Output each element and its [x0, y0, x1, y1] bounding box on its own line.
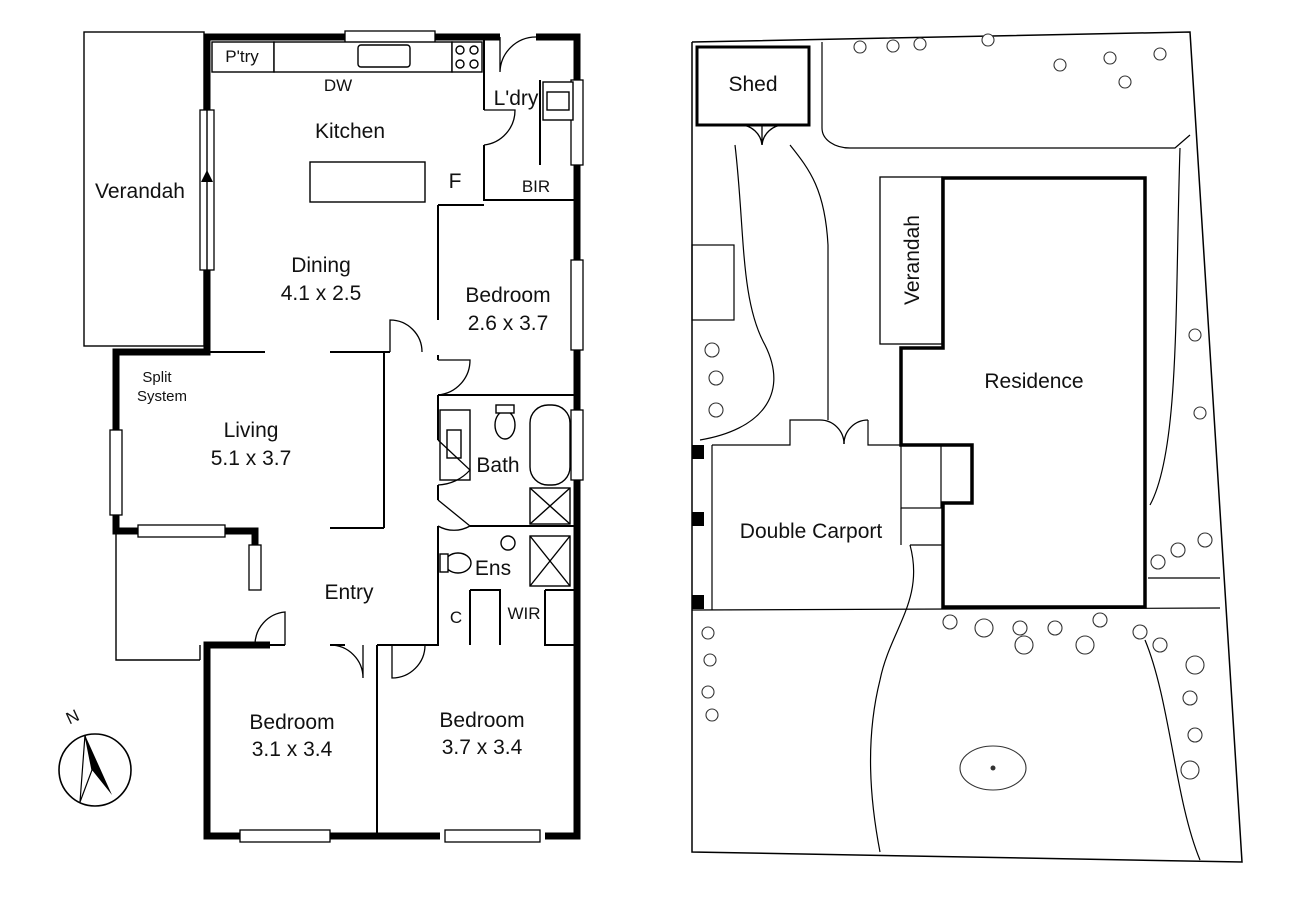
dining-label: Dining: [291, 254, 351, 277]
carport-label: Double Carport: [740, 520, 883, 543]
pantry-label: P'try: [225, 47, 259, 66]
site-verandah: [879, 176, 943, 345]
living-size-label: 5.1 x 3.7: [211, 447, 292, 470]
door-swings: [254, 36, 537, 679]
shed: [695, 45, 811, 127]
bedroom-sw-label: Bedroom: [249, 711, 334, 734]
laundry-label: L'dry: [494, 87, 539, 110]
double-carport: Double Carport: [692, 419, 943, 610]
bedroom-sw-size-label: 3.1 x 3.4: [252, 738, 333, 761]
windows: [109, 30, 584, 843]
room-labels: P'try DW Kitchen L'dry F BIR Verandah Di…: [95, 47, 551, 761]
interior-walls: [210, 37, 577, 836]
garden-edges: [691, 42, 1221, 861]
dishwasher-label: DW: [324, 76, 352, 95]
shed-label: Shed: [728, 73, 777, 96]
cupboard-label: C: [450, 608, 462, 627]
bath-label: Bath: [476, 454, 519, 477]
kitchen-label: Kitchen: [315, 120, 385, 143]
floor-plan: P'try DW Kitchen L'dry F BIR Verandah Di…: [58, 30, 584, 843]
fridge-label: F: [449, 170, 462, 193]
living-label: Living: [224, 419, 279, 442]
compass-north-label: N: [63, 706, 82, 728]
bath-fixtures: [439, 404, 571, 587]
residence: [899, 176, 1147, 609]
verandah-door-arrow-icon: [201, 170, 213, 182]
site-verandah-label: Verandah: [901, 215, 924, 305]
residence-label: Residence: [984, 370, 1083, 393]
compass-icon: N: [58, 706, 132, 807]
outdoor-paving: [115, 531, 201, 661]
bedroom-ne-size-label: 2.6 x 3.7: [468, 312, 549, 335]
entry-label: Entry: [324, 581, 374, 604]
split-system-label-2: System: [137, 388, 187, 405]
site-plan: Shed Verandah Residence: [691, 31, 1243, 863]
verandah-label: Verandah: [95, 180, 185, 203]
shrubs: [701, 33, 1213, 791]
bedroom-se-label: Bedroom: [439, 709, 524, 732]
bedroom-se-size-label: 3.7 x 3.4: [442, 736, 523, 759]
kitchen-fixtures: [211, 41, 574, 203]
split-system-label-1: Split: [142, 369, 172, 386]
ensuite-label: Ens: [475, 557, 511, 580]
bir-label: BIR: [522, 177, 550, 196]
bedroom-ne-label: Bedroom: [465, 284, 550, 307]
dining-size-label: 4.1 x 2.5: [281, 282, 362, 305]
wir-label: WIR: [507, 604, 540, 623]
site-boundary: [691, 31, 1243, 863]
